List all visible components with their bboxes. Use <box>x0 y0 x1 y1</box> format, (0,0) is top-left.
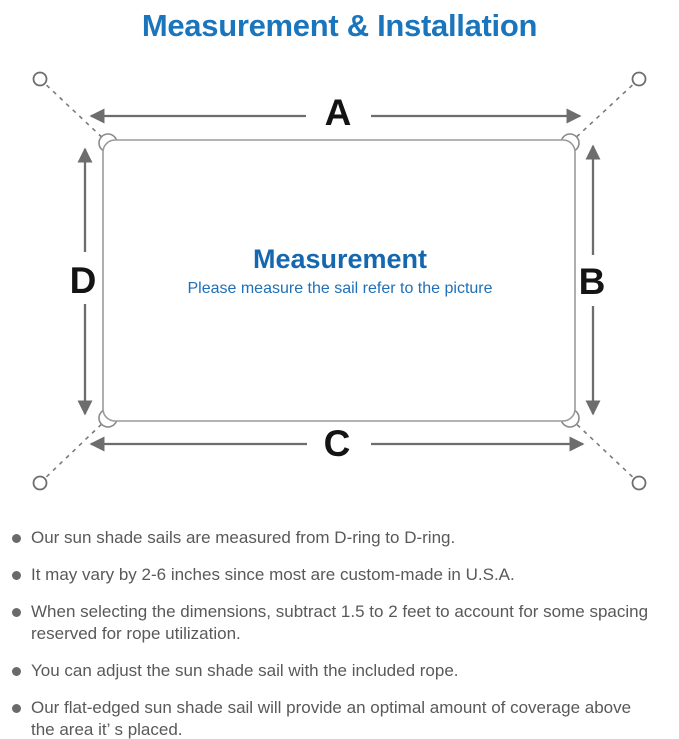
list-item: Our sun shade sails are measured from D-… <box>12 527 671 549</box>
note-text: It may vary by 2-6 inches since most are… <box>31 565 515 584</box>
rope-line-bottom-left <box>39 417 109 484</box>
dim-label-b: B <box>579 261 606 302</box>
rope-line-bottom-right <box>569 417 640 484</box>
note-text: Our flat-edged sun shade sail will provi… <box>31 698 632 739</box>
measurement-installation-page: Measurement & Installation <box>0 5 679 739</box>
dim-label-c: C <box>324 423 351 464</box>
bullet-dot-icon <box>12 571 21 580</box>
note-text: Our sun shade sails are measured from D-… <box>31 528 456 547</box>
bullet-dot-icon <box>12 667 21 676</box>
rope-dashed-lines <box>39 78 640 484</box>
bullet-dot-icon <box>12 608 21 617</box>
anchor-ring-icon-bottom-left <box>32 475 48 491</box>
sail-outline <box>102 139 576 422</box>
dimension-arrows <box>77 108 601 452</box>
bullet-dot-icon <box>12 534 21 543</box>
notes-list: Our sun shade sails are measured from D-… <box>0 527 679 739</box>
list-item: When selecting the dimensions, subtract … <box>12 601 671 645</box>
bullet-dot-icon <box>12 704 21 713</box>
list-item: You can adjust the sun shade sail with t… <box>12 660 671 682</box>
anchor-rings <box>32 71 647 491</box>
rope-line-top-right <box>569 78 640 144</box>
anchor-ring-icon-bottom-right <box>631 475 647 491</box>
dim-label-d: D <box>70 260 97 301</box>
list-item: It may vary by 2-6 inches since most are… <box>12 564 671 586</box>
measurement-diagram: A B C D Measurement Please measure the s… <box>32 71 647 491</box>
note-text: You can adjust the sun shade sail with t… <box>31 661 459 680</box>
anchor-ring-icon-top-left <box>32 71 48 87</box>
note-text: When selecting the dimensions, subtract … <box>31 602 649 643</box>
page-title: Measurement & Installation <box>141 8 538 43</box>
rope-line-top-left <box>39 78 109 144</box>
diagram-center-title: Measurement <box>253 244 427 274</box>
diagram-center-subtitle: Please measure the sail refer to the pic… <box>187 280 492 297</box>
anchor-ring-icon-top-right <box>631 71 647 87</box>
list-item: Our flat-edged sun shade sail will provi… <box>12 697 671 739</box>
dim-label-a: A <box>325 92 352 133</box>
